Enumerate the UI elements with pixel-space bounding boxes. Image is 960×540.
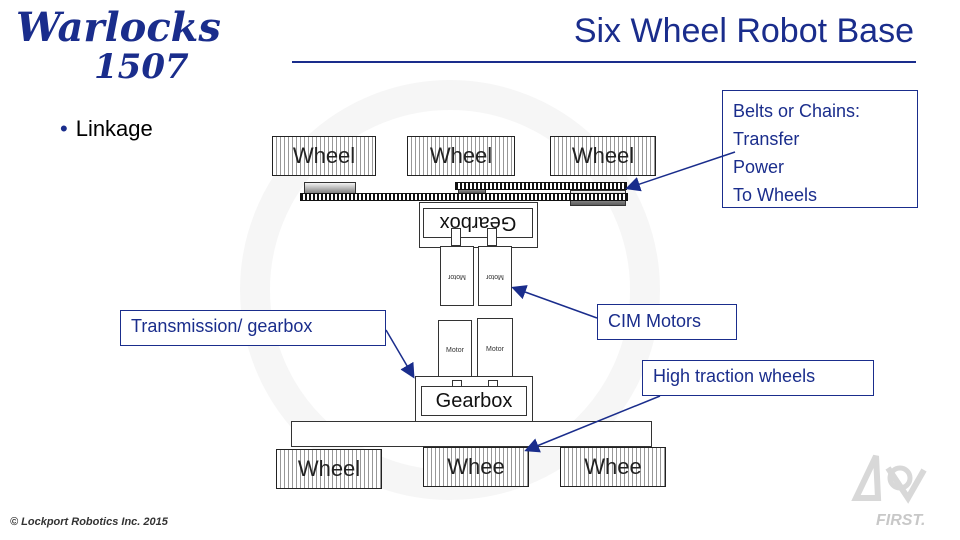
- arrow-belts: [625, 151, 736, 192]
- callout-traction-text: High traction wheels: [653, 366, 816, 386]
- arrow-cim: [511, 285, 598, 319]
- callout-belts: Belts or Chains: Transfer Power To Wheel…: [722, 90, 918, 208]
- bullet-text: Linkage: [75, 116, 153, 141]
- bullet-dot: •: [60, 116, 68, 141]
- gearbox-bottom-label: Gearbox: [421, 386, 527, 416]
- arrow-transmission: [385, 329, 415, 379]
- logo-word: Warlocks: [16, 4, 221, 51]
- bottom-wheel-middle: Whee: [423, 447, 529, 487]
- logo-number: 1507: [94, 47, 189, 87]
- callout-transmission: Transmission/ gearbox: [120, 310, 386, 346]
- motor-label: Motor: [446, 346, 464, 354]
- callout-belts-line: Transfer: [733, 129, 800, 149]
- bottom-wheel-right: Whee: [560, 447, 666, 487]
- callout-cim: CIM Motors: [597, 304, 737, 340]
- shaft-top-right: [487, 228, 497, 246]
- callout-traction: High traction wheels: [642, 360, 874, 396]
- top-wheel-right: Wheel: [550, 136, 656, 176]
- motor-bottom-left: Motor: [438, 320, 472, 380]
- bottom-wheel-left: Wheel: [276, 449, 382, 489]
- title-underline: [292, 61, 916, 63]
- arrow-traction: [524, 395, 661, 453]
- callout-belts-line: Power: [733, 157, 785, 177]
- callout-cim-text: CIM Motors: [608, 311, 702, 331]
- gearbox-bottom-text: Gearbox: [435, 389, 513, 412]
- top-wheel-middle: Wheel: [407, 136, 515, 176]
- callout-transmission-text: Transmission/ gearbox: [131, 316, 313, 336]
- copyright-footer: © Lockport Robotics Inc. 2015: [10, 516, 168, 528]
- bottom-axle-plate: [291, 421, 652, 447]
- callout-belts-line: To Wheels: [733, 185, 818, 205]
- first-logo-icon: [851, 454, 927, 504]
- bullet-item: • Linkage: [60, 116, 153, 142]
- wheel-label: Whee: [424, 448, 528, 486]
- top-wheel-left: Wheel: [272, 136, 376, 176]
- chain-bottom: [300, 193, 628, 201]
- shaft-top-left: [451, 228, 461, 246]
- wheel-label: Wheel: [551, 137, 655, 175]
- motor-label: Motor: [486, 345, 504, 353]
- wheel-label: Wheel: [277, 450, 381, 488]
- wheel-label: Wheel: [408, 137, 514, 175]
- page-title: Six Wheel Robot Base: [573, 12, 914, 50]
- callout-belts-line: Belts or Chains:: [733, 101, 861, 121]
- motor-bottom-right: Motor: [477, 318, 513, 380]
- motor-top-left: Motor: [440, 246, 474, 306]
- motor-top-right: Motor: [478, 246, 512, 306]
- wheel-label: Wheel: [273, 137, 375, 175]
- first-brand-text: FIRST.: [876, 512, 926, 529]
- wheel-label: Whee: [561, 448, 665, 486]
- team-logo: Warlocks 1507: [16, 4, 221, 87]
